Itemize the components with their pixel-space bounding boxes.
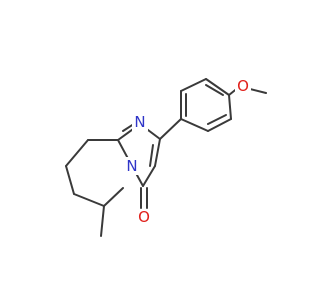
bond [180,78,207,92]
bond [180,118,209,132]
bond [205,78,230,96]
bond [149,144,154,167]
atom-n-bottom: N [124,157,140,175]
bond [207,114,227,125]
atom-n-top: N [132,113,148,131]
bond [159,118,182,140]
bond [205,84,224,96]
bond [154,138,161,167]
atom-label-o-carbonyl: O [138,208,150,226]
atom-layer: N N O O [124,77,251,227]
bond [73,193,105,207]
structure-canvas: N N O O [65,77,267,237]
bond-layer [65,78,267,237]
bond [228,94,232,120]
bond [142,165,156,187]
atom-label-n-bottom: N [126,157,137,175]
bond [100,205,105,237]
atom-o-methoxy: O [235,77,251,96]
bond [103,187,124,207]
atom-label-o-methoxy: O [237,77,249,95]
bond [207,118,232,132]
molecule-structure: N N O O [65,77,267,237]
bond [65,165,75,195]
atom-label-n-top: N [134,113,145,131]
bond [65,139,89,167]
atom-o-carbonyl: O [136,208,152,227]
